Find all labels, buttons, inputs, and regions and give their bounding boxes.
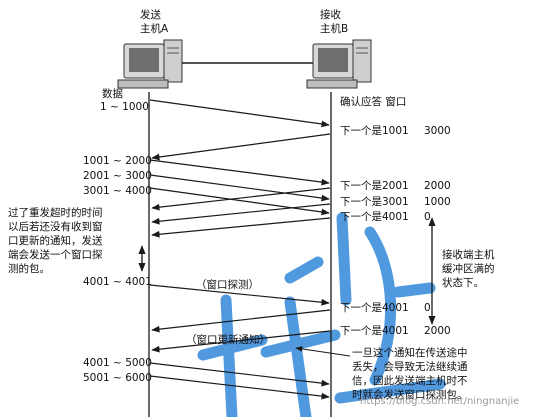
note-left-line: 过了重发超时的时间 [8, 207, 103, 219]
seg-label-4: 3001 ~ 4000 [83, 185, 152, 197]
ack-header: 确认应答 窗口 [340, 96, 407, 108]
ack-next-5: 下一个是4001 [340, 302, 409, 314]
update-label: （窗口更新通知） [186, 334, 270, 346]
receiver-host-line2: 主机B [320, 23, 349, 35]
ack-next-1: 下一个是1001 [340, 125, 409, 137]
ack-window-1: 3000 [424, 125, 451, 137]
data-header: 数据 [102, 88, 123, 100]
note-right: 接收端主机 缓冲区满的 状态下。 [442, 248, 495, 290]
note-pointer [295, 346, 351, 357]
ack-window-5: 0 [424, 302, 431, 314]
watermark-logo [197, 212, 446, 417]
arrow-ack-5 [151, 309, 331, 333]
ack-next-6: 下一个是4001 [340, 325, 409, 337]
arrow-seg-6 [149, 362, 330, 387]
ack-window-2: 2000 [424, 180, 451, 192]
probe-label: （窗口探测） [196, 279, 259, 291]
ack-window-6: 2000 [424, 325, 451, 337]
ack-window-4: 0 [424, 211, 431, 223]
note-left-line: 测的包。 [8, 263, 50, 275]
arrow-probe [149, 284, 330, 306]
sender-host-line2: 主机A [140, 23, 169, 35]
note-bottom-line: 丢失，会导致无法继续通 [352, 361, 468, 373]
seg-label-5: 4001 ~ 4001 [83, 276, 152, 288]
note-right-line: 接收端主机 [442, 249, 495, 261]
note-left-line: 口更新的通知，发送 [8, 235, 103, 247]
seg-label-2: 1001 ~ 2000 [83, 155, 152, 167]
seg-label-7: 5001 ~ 6000 [83, 372, 152, 384]
arrow-seg-1 [149, 99, 330, 128]
sender-computer-icon [117, 39, 183, 89]
receiver-computer-icon [306, 39, 372, 89]
ack-next-4: 下一个是4001 [340, 211, 409, 223]
sender-host-line1: 发送 [140, 9, 161, 21]
note-right-line: 缓冲区满的 [442, 263, 495, 275]
sender-host-label: 发送 主机A [140, 8, 168, 36]
receiver-host-line1: 接收 [320, 9, 341, 21]
seg-label-6: 4001 ~ 5000 [83, 357, 152, 369]
note-bottom-line: 时就会发送窗口探测包。 [352, 389, 468, 401]
note-right-line: 状态下。 [442, 277, 484, 289]
note-bottom: 一旦这个通知在传送途中 丢失，会导致无法继续通 信，因此发送端主机时不 时就会发… [352, 346, 468, 402]
ack-next-2: 下一个是2001 [340, 180, 409, 192]
arrow-seg-2 [149, 159, 330, 186]
watermark-url: https://blog.csdn.net/ningnanjie [360, 396, 520, 407]
ack-next-3: 下一个是3001 [340, 196, 409, 208]
note-left-line: 以后若还没有收到窗 [8, 221, 103, 233]
arrow-ack-3 [151, 203, 331, 225]
arrow-ack-2 [151, 187, 331, 211]
arrow-seg-7 [149, 375, 330, 400]
note-bottom-line: 信，因此发送端主机时不 [352, 375, 468, 387]
receiver-host-label: 接收 主机B [320, 8, 348, 36]
note-left: 过了重发超时的时间 以后若还没有收到窗 口更新的通知，发送 端会发送一个窗口探 … [8, 206, 103, 276]
seg-label-3: 2001 ~ 3000 [83, 170, 152, 182]
arrow-seg-3 [149, 174, 330, 202]
note-bottom-line: 一旦这个通知在传送途中 [352, 347, 468, 359]
arrow-ack-1 [151, 133, 331, 161]
note-left-line: 端会发送一个窗口探 [8, 249, 103, 261]
arrow-update [151, 330, 331, 353]
arrow-ack-4 [151, 217, 331, 238]
arrow-seg-4 [149, 187, 330, 216]
seg-label-1: 1 ~ 1000 [100, 101, 149, 113]
ack-window-3: 1000 [424, 196, 451, 208]
